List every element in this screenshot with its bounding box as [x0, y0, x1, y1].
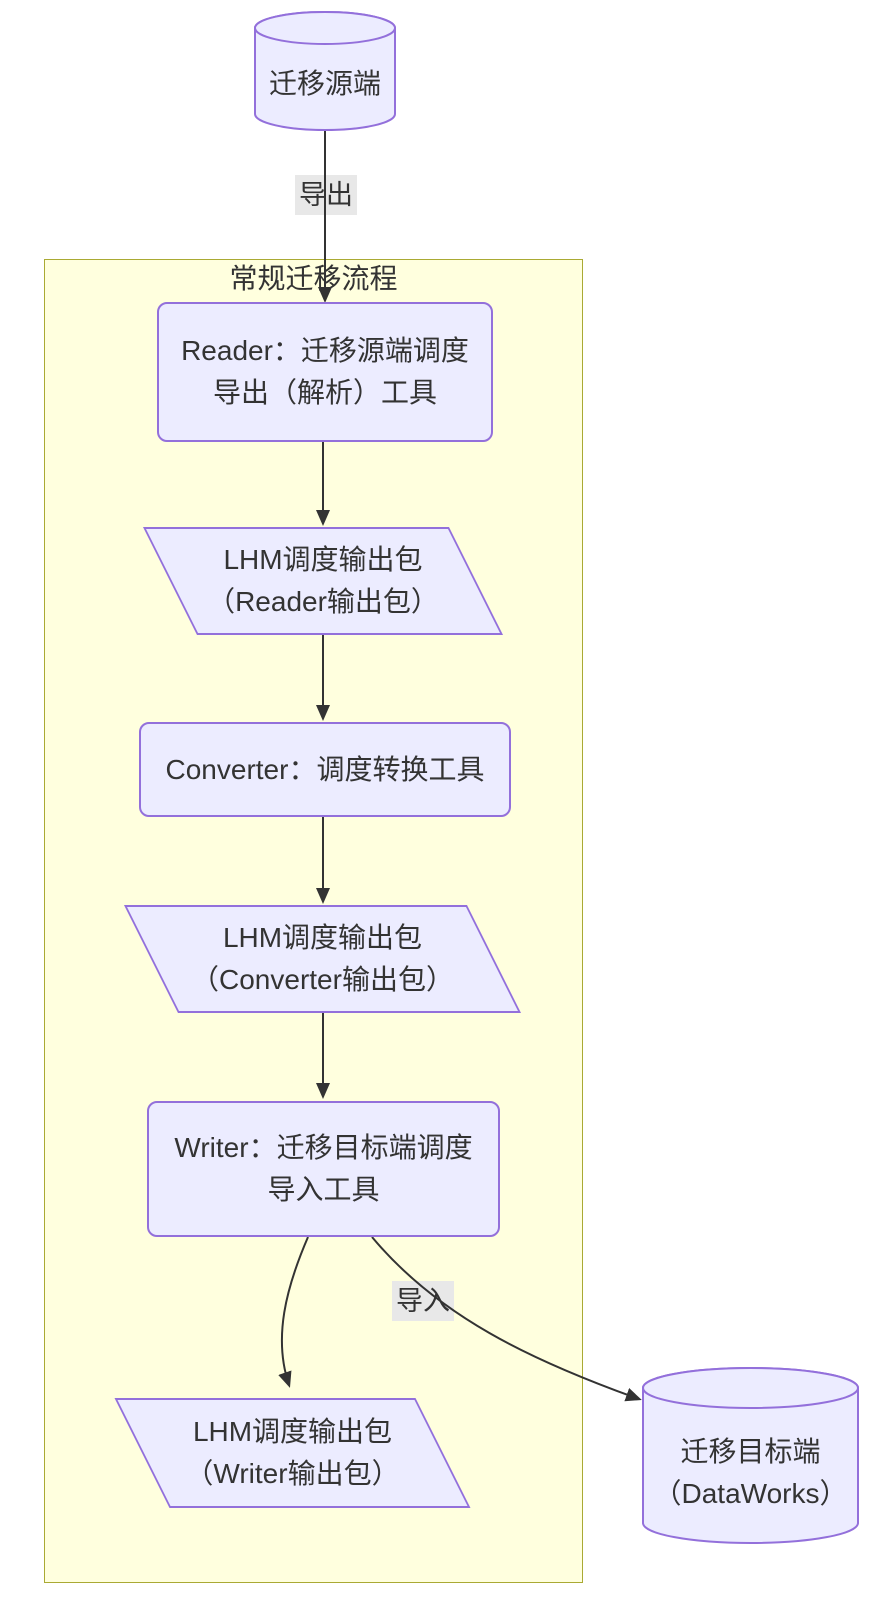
node-label-line1: LHM调度输出包: [192, 1416, 393, 1447]
edge-label-import: 导入: [392, 1281, 454, 1321]
node-migration-target: 迁移目标端 （DataWorks）: [642, 1367, 859, 1544]
node-label-line2: （DataWorks）: [653, 1477, 848, 1509]
node-converter-output-package: LHM调度输出包 （Converter输出包）: [123, 905, 522, 1013]
edge-label-export: 导出: [295, 175, 357, 215]
node-label-line1: Reader：迁移源端调度: [181, 335, 469, 366]
node-reader: Reader：迁移源端调度 导出（解析）工具: [157, 302, 493, 442]
node-migration-source: 迁移源端: [254, 11, 396, 131]
node-label-line1: Converter：调度转换工具: [165, 753, 485, 785]
node-writer-output-package: LHM调度输出包 （Writer输出包）: [114, 1398, 471, 1508]
node-label: 迁移源端: [268, 68, 381, 99]
node-label-line2: （Writer输出包）: [185, 1458, 400, 1489]
node-label-line2: 导出（解析）工具: [212, 377, 437, 408]
node-label-line2: （Reader输出包）: [207, 586, 439, 617]
node-label-line2: 导入工具: [267, 1174, 380, 1205]
node-converter: Converter：调度转换工具: [139, 722, 511, 817]
cluster-title: 常规迁移流程: [229, 263, 398, 294]
node-label-line1: LHM调度输出包: [223, 544, 423, 575]
node-reader-output-package: LHM调度输出包 （Reader输出包）: [142, 527, 504, 635]
node-writer: Writer：迁移目标端调度 导入工具: [147, 1101, 500, 1237]
node-label-line2: （Converter输出包）: [191, 964, 454, 995]
node-label-line1: LHM调度输出包: [222, 922, 423, 953]
node-label-line1: Writer：迁移目标端调度: [174, 1132, 473, 1163]
database-icon: [642, 1367, 859, 1544]
database-icon: [254, 11, 396, 131]
node-label-line1: 迁移目标端: [680, 1435, 821, 1467]
